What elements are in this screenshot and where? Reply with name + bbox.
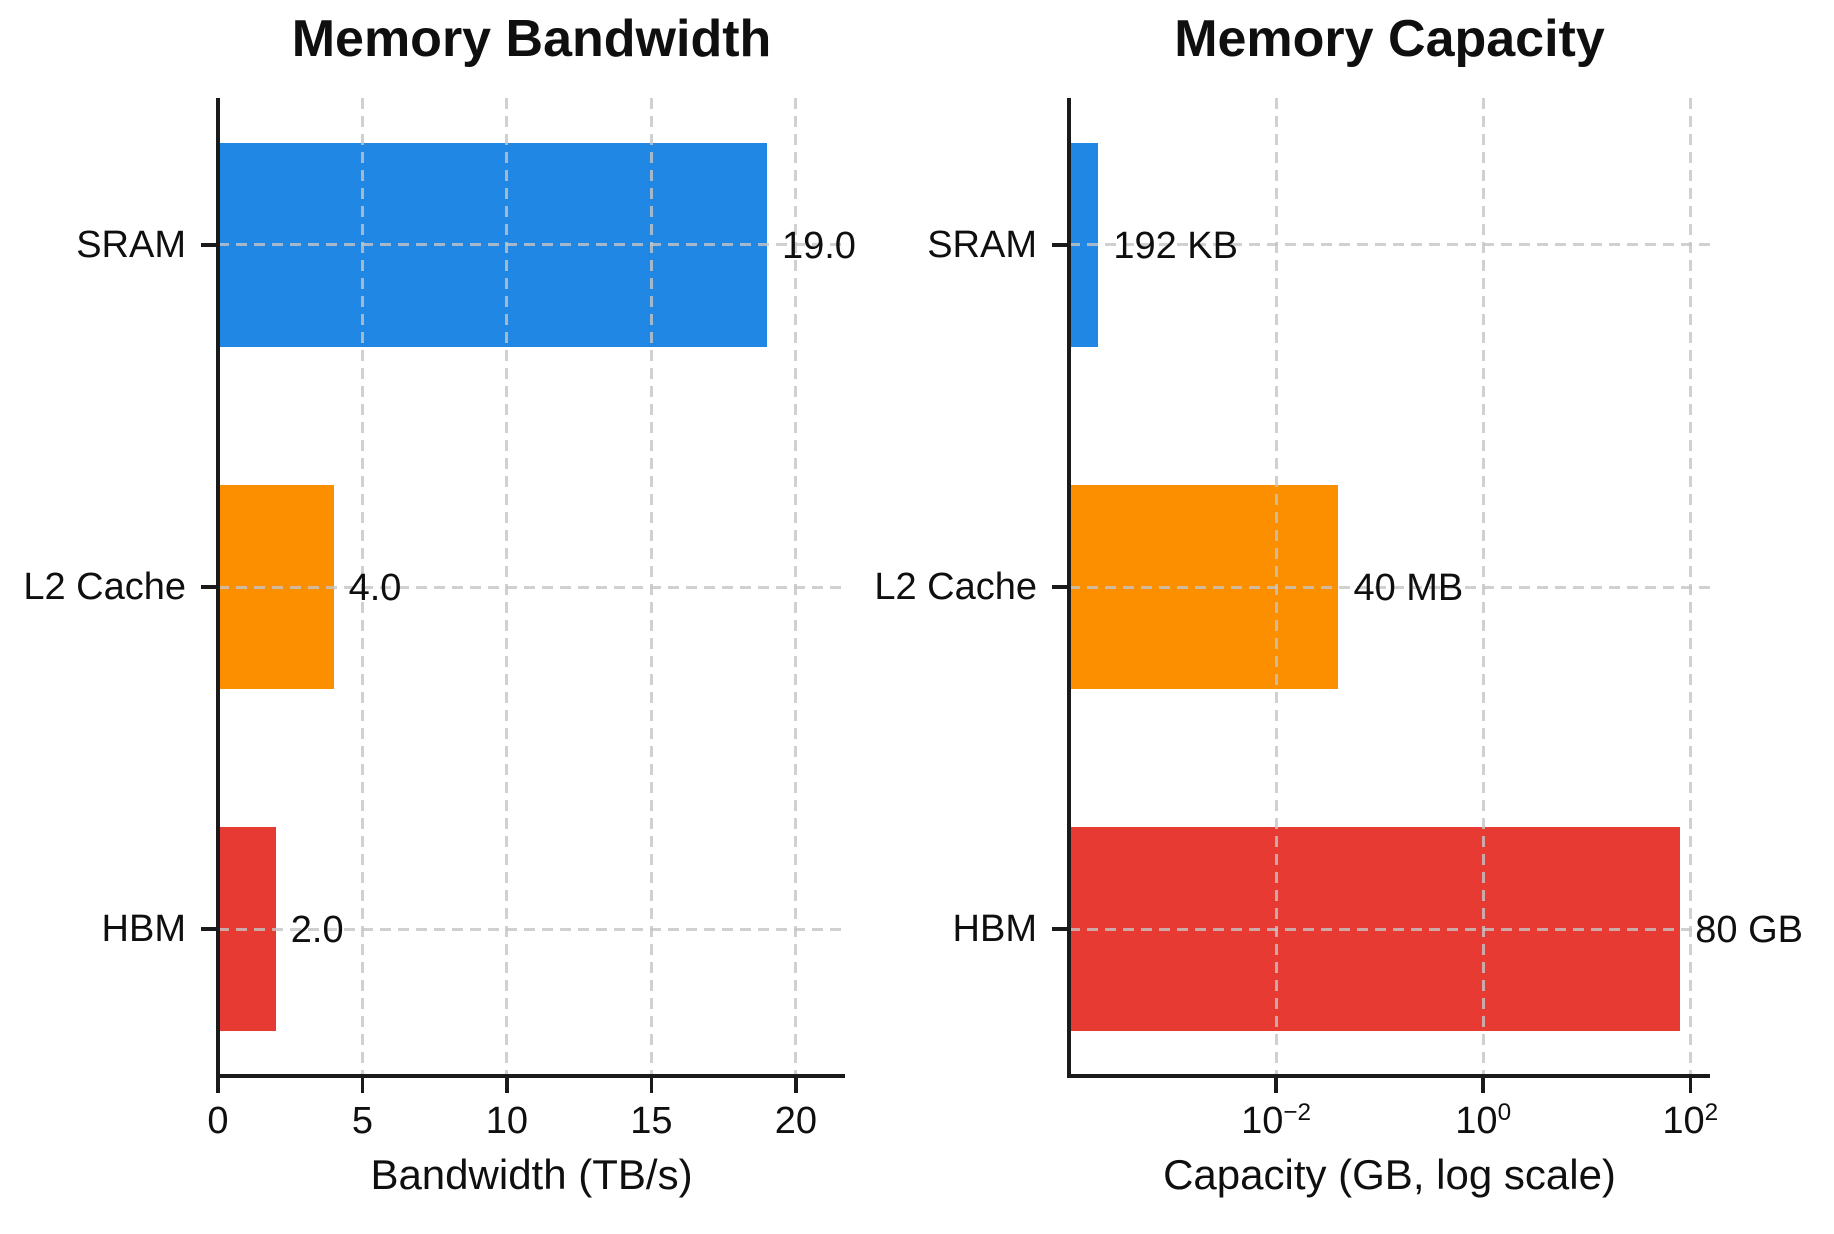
h-gridline	[1069, 243, 1710, 247]
y-tick	[1052, 927, 1067, 931]
x-tick	[794, 1077, 798, 1093]
value-label-l2-cache: 40 MB	[1353, 567, 1464, 609]
plot-area: SRAM 192 KB L2 Cache 40 MB HBM 80 GB 10−2 100 10…	[874, 98, 1803, 1142]
v-gridline	[1274, 98, 1278, 1076]
chart-title: Memory Bandwidth	[291, 10, 772, 68]
x-axis-line	[1067, 1074, 1710, 1078]
x-tick-label: 100	[1455, 1098, 1512, 1142]
x-tick-label: 10−2	[1241, 1098, 1312, 1142]
x-tick	[1688, 1077, 1693, 1093]
x-tick	[649, 1077, 654, 1093]
value-label-l2-cache: 4.0	[348, 567, 402, 609]
y-axis-line	[1067, 98, 1071, 1078]
x-axis-label: Bandwidth (TB/s)	[370, 1151, 693, 1198]
category-label-sram: SRAM	[76, 223, 186, 266]
y-tick	[201, 927, 216, 931]
value-label-hbm: 80 GB	[1695, 909, 1803, 951]
value-label-sram: 19.0	[781, 224, 856, 267]
x-tick	[216, 1077, 220, 1093]
h-gridline	[1069, 927, 1710, 931]
y-tick	[1052, 585, 1067, 589]
h-gridline	[1069, 585, 1710, 589]
v-gridline	[794, 98, 798, 1076]
x-tick	[360, 1077, 365, 1093]
x-tick-label: 20	[774, 1100, 818, 1142]
x-tick	[1274, 1077, 1278, 1093]
y-tick	[201, 243, 216, 247]
v-gridline	[649, 98, 653, 1076]
y-tick	[201, 585, 216, 589]
x-tick	[505, 1077, 509, 1093]
category-label-sram: SRAM	[927, 223, 1037, 266]
category-label-hbm: HBM	[952, 908, 1037, 950]
x-tick-label: 0	[207, 1100, 229, 1142]
x-axis-line	[216, 1074, 845, 1078]
x-tick-label: 10	[485, 1100, 529, 1142]
y-tick	[1052, 243, 1067, 247]
x-tick-label: 102	[1662, 1098, 1719, 1142]
value-label-hbm: 2.0	[290, 909, 344, 951]
x-tick-label: 5	[351, 1100, 374, 1142]
v-gridline	[1688, 98, 1692, 1076]
y-axis-line	[216, 98, 220, 1078]
v-gridline	[1481, 98, 1485, 1076]
chart-title: Memory Capacity	[1174, 10, 1605, 68]
category-label-l2-cache: L2 Cache	[874, 566, 1037, 608]
value-label-sram: 192 KB	[1113, 224, 1238, 267]
category-label-hbm: HBM	[101, 908, 186, 950]
x-tick-label: 15	[630, 1100, 673, 1142]
v-gridline	[360, 98, 364, 1076]
v-gridline	[505, 98, 509, 1076]
h-gridline	[218, 585, 845, 589]
category-label-l2-cache: L2 Cache	[23, 566, 186, 608]
x-tick	[1481, 1077, 1485, 1093]
h-gridline	[218, 243, 845, 247]
h-gridline	[218, 927, 845, 931]
x-axis-label: Capacity (GB, log scale)	[1163, 1151, 1616, 1198]
